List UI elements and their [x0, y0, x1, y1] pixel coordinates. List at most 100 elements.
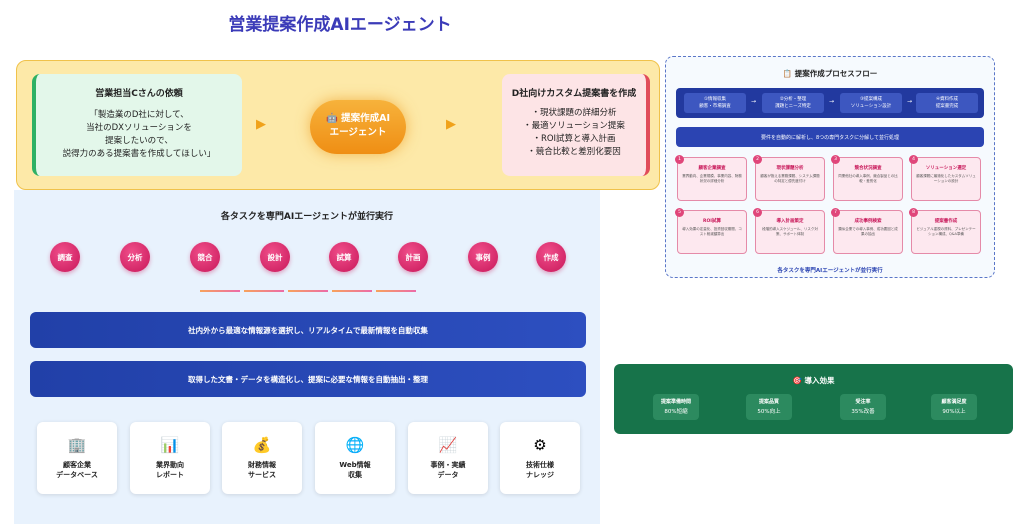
source-label: 財務情報: [248, 461, 276, 469]
metric-value: 80%短縮: [664, 409, 688, 415]
task-desc: 顧客が抱える業務課題、システム課題の特定と優先度付け: [760, 174, 820, 183]
agent-line2: エージェント: [329, 127, 387, 138]
task-title: 競合状況調査: [854, 166, 882, 171]
arrow-right-icon: ▶: [446, 117, 456, 132]
task-desc: 導入効果の定量化、投資回収期間、コスト削減額算出: [682, 227, 742, 236]
request-line: 提案したいので、: [105, 136, 173, 146]
source-card: 💰 財務情報 サービス: [222, 422, 302, 494]
globe-icon: 🌐: [345, 436, 365, 454]
task-node: 試算: [329, 242, 359, 272]
page-title: 営業提案作成AIエージェント: [228, 15, 452, 35]
request-heading: 営業担当Cさんの依頼: [95, 89, 183, 99]
source-card: ⚙ 技術仕様 ナレッジ: [500, 422, 580, 494]
process-summary-bar: 要件を自動的に解析し、8つの専門タスクに分解して並行処理: [676, 127, 984, 147]
task-title: ソリューション選定: [925, 166, 967, 171]
task-number: 7: [831, 208, 840, 217]
metric-value: 90%以上: [942, 409, 966, 415]
effect-metric: 提案準備時間 80%短縮: [653, 394, 699, 420]
output-line: ・ROI試算と導入計画: [532, 134, 616, 144]
source-label: データベース: [56, 471, 98, 479]
metric-label: 提案品質: [758, 399, 779, 405]
task-title: 導入計画策定: [776, 219, 804, 224]
arrow-right-icon: →: [907, 98, 913, 105]
source-label: レポート: [156, 471, 184, 479]
output-card: D社向けカスタム提案書を作成 ・現状課題の詳細分析 ・最適ソリューション提案 ・…: [502, 74, 650, 176]
request-line: 「製造業のD社に対して、: [89, 110, 189, 120]
process-step: ①情報収集顧客・市場調査: [684, 93, 746, 113]
request-line: 当社のDXソリューションを: [86, 123, 192, 133]
building-icon: 🏢: [67, 436, 87, 454]
source-card: 📊 業界動向 レポート: [130, 422, 210, 494]
bar-chart-icon: 📊: [160, 436, 180, 454]
money-bag-icon: 💰: [252, 436, 272, 454]
process-step: ②分析・整理課題とニーズ特定: [762, 93, 824, 113]
effects-title: 🎯 導入効果: [792, 376, 835, 385]
task-node: 設計: [260, 242, 290, 272]
divider: [200, 290, 240, 292]
metric-label: 受注率: [855, 399, 871, 405]
step-desc: 課題とニーズ特定: [775, 104, 811, 109]
process-task-card: 3 競合状況調査同業他社の導入事例、競合製品との比較・差別化: [831, 155, 903, 201]
task-node: 分析: [120, 242, 150, 272]
source-card: 📈 事例・実績 データ: [408, 422, 488, 494]
step-title: ④資料作成: [935, 97, 959, 102]
task-number: 4: [909, 155, 918, 164]
collect-bar: 社内外から最適な情報源を選択し、リアルタイムで最新情報を自動収集: [30, 312, 586, 348]
metric-label: 提案準備時間: [660, 399, 691, 405]
step-desc: 提案書完成: [935, 104, 959, 109]
source-label: Web情報: [339, 461, 371, 469]
agent-line1: 提案作成AI: [341, 113, 391, 124]
task-title: 顧客企業調査: [698, 166, 726, 171]
process-footer: 各タスクを専門AIエージェントが並行実行: [777, 268, 883, 274]
source-label: ナレッジ: [526, 471, 554, 479]
task-node: 事例: [468, 242, 498, 272]
effect-metric: 顧客満足度 90%以上: [931, 394, 977, 420]
process-task-card: 8 提案書作成ビジュアル重視の資料、プレゼンテーション構成、Q&A準備: [909, 208, 981, 254]
task-desc: ビジュアル重視の資料、プレゼンテーション構成、Q&A準備: [916, 227, 976, 236]
process-step: ④資料作成提案書完成: [916, 93, 978, 113]
effect-metric: 受注率 35%改善: [840, 394, 886, 420]
process-step: ③提案構成ソリューション設計: [840, 93, 902, 113]
parallel-title: 各タスクを専門AIエージェントが並行実行: [220, 212, 394, 222]
step-title: ②分析・整理: [779, 97, 807, 102]
task-title: 成功事例検索: [854, 219, 882, 224]
task-title: ROI試算: [703, 219, 721, 224]
task-desc: 同業他社の導入事例、競合製品との比較・差別化: [838, 174, 898, 183]
source-card: 🏢 顧客企業 データベース: [37, 422, 117, 494]
output-heading: D社向けカスタム提案書を作成: [511, 89, 637, 99]
source-card: 🌐 Web情報 収集: [315, 422, 395, 494]
gear-icon: ⚙: [533, 436, 547, 454]
source-label: サービス: [248, 471, 276, 479]
task-number: 3: [831, 155, 840, 164]
task-title: 提案書作成: [934, 219, 958, 224]
arrow-right-icon: ▶: [256, 117, 266, 132]
task-number: 8: [909, 208, 918, 217]
process-task-card: 4 ソリューション選定顧客課題に最適化したカスタムソリューションの設計: [909, 155, 981, 201]
task-number: 1: [675, 155, 684, 164]
step-title: ①情報収集: [703, 97, 727, 102]
source-label: 収集: [348, 471, 362, 479]
request-card: 営業担当Cさんの依頼 「製造業のD社に対して、 当社のDXソリューションを 提案…: [32, 74, 242, 176]
task-number: 2: [753, 155, 762, 164]
process-title: 📋 提案作成プロセスフロー: [782, 69, 878, 78]
divider: [332, 290, 372, 292]
task-node: 競合: [190, 242, 220, 272]
output-line: ・現状課題の詳細分析: [531, 108, 617, 118]
task-node: 計画: [398, 242, 428, 272]
source-label: 事例・実績: [430, 461, 466, 469]
agent-node: 🤖 提案作成AI エージェント: [310, 100, 406, 154]
metric-value: 50%向上: [757, 409, 781, 415]
task-desc: 顧客課題に最適化したカスタムソリューションの設計: [916, 174, 976, 183]
metric-value: 35%改善: [851, 409, 875, 415]
divider: [244, 290, 284, 292]
step-desc: 顧客・市場調査: [699, 104, 731, 109]
metric-label: 顧客満足度: [941, 399, 967, 405]
task-node: 調査: [50, 242, 80, 272]
trend-chart-icon: 📈: [438, 436, 458, 454]
divider: [376, 290, 416, 292]
